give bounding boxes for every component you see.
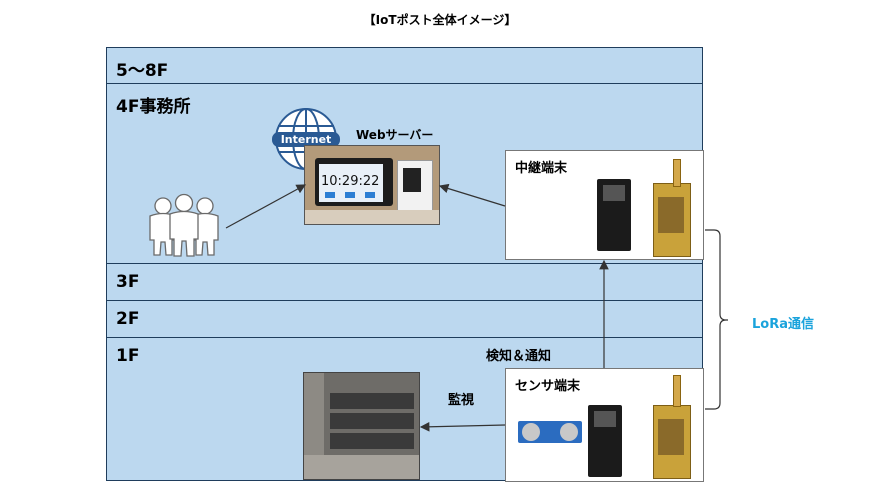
mailbox-row xyxy=(330,393,414,409)
wall-left xyxy=(304,373,324,479)
web-server-label: Webサーバー xyxy=(356,128,434,142)
floor-surface xyxy=(304,455,419,479)
screen-button xyxy=(365,192,375,198)
floor-label: 5～8F xyxy=(116,61,169,81)
sensor-eye-left xyxy=(522,423,540,441)
clock-display: 10:29:22 xyxy=(321,174,380,189)
esp32-chip xyxy=(603,185,625,201)
mailbox-row xyxy=(330,413,414,429)
floor-label: 1F xyxy=(116,346,140,366)
web-server-photo: 10:29:22 xyxy=(304,145,440,225)
detect-notify-label: 検知＆通知 xyxy=(486,349,552,364)
floor-label: 4F事務所 xyxy=(116,97,191,117)
screen-button xyxy=(345,192,355,198)
mailbox-row xyxy=(330,433,414,449)
diagram-title: 【IoTポスト全体イメージ】 xyxy=(363,13,517,27)
monitor-label: 監視 xyxy=(448,393,475,408)
lora-chip xyxy=(658,197,684,233)
server-unit xyxy=(403,168,421,192)
floor-label: 2F xyxy=(116,309,140,329)
sensor-terminal-box: センサ端末 xyxy=(505,368,704,482)
antenna xyxy=(673,159,681,187)
internet-label: Internet xyxy=(280,133,332,146)
screen-button xyxy=(325,192,335,198)
lora-chip xyxy=(658,419,684,455)
sensor-eye-right xyxy=(560,423,578,441)
table-surface xyxy=(305,210,439,224)
esp32-chip xyxy=(594,411,616,427)
antenna xyxy=(673,375,681,407)
lora-label: LoRa通信 xyxy=(752,317,814,332)
floor-label: 3F xyxy=(116,272,140,292)
mailbox-photo xyxy=(303,372,420,480)
sensor-terminal-label: センサ端末 xyxy=(515,379,581,394)
relay-terminal-label: 中継端末 xyxy=(515,161,568,176)
relay-terminal-box: 中継端末 xyxy=(505,150,704,260)
